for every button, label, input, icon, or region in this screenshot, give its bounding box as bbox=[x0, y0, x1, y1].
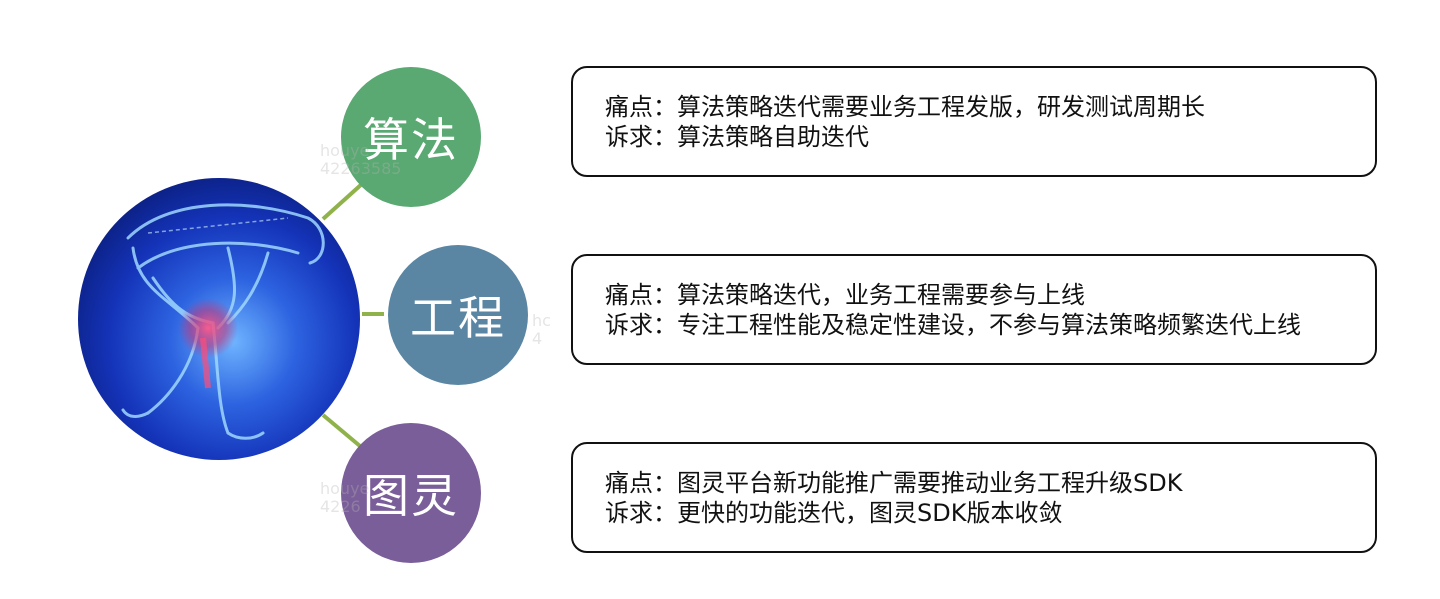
node-algorithm-label: 算法 bbox=[363, 113, 459, 167]
pain-point-text: 痛点：图灵平台新功能推广需要推动业务工程升级SDK bbox=[605, 469, 1183, 497]
watermark: hc 4 bbox=[532, 312, 551, 348]
watermark: houye 42263585 bbox=[320, 142, 401, 178]
watermark-line: 4226 bbox=[320, 497, 361, 516]
watermark-line: 42263585 bbox=[320, 159, 402, 178]
demand-text: 诉求：算法策略自助迭代 bbox=[605, 123, 869, 151]
card-engineering: 痛点：算法策略迭代，业务工程需要参与上线 诉求：专注工程性能及稳定性建设，不参与… bbox=[571, 254, 1377, 365]
watermark-line: houye bbox=[320, 479, 370, 498]
demand-text: 诉求：更快的功能迭代，图灵SDK版本收敛 bbox=[605, 499, 1063, 527]
node-algorithm: 算法 bbox=[341, 67, 481, 207]
node-engineering: 工程 bbox=[388, 245, 528, 385]
watermark: houye 4226 bbox=[320, 480, 369, 516]
card-turing: 痛点：图灵平台新功能推广需要推动业务工程升级SDK 诉求：更快的功能迭代，图灵S… bbox=[571, 442, 1377, 553]
watermark-line: 4 bbox=[532, 329, 543, 348]
pain-point-text: 痛点：算法策略迭代需要业务工程发版，研发测试周期长 bbox=[605, 93, 1205, 121]
watermark-line: houye bbox=[320, 141, 370, 160]
knee-pain-image bbox=[78, 178, 360, 460]
connector-engineering bbox=[362, 312, 384, 316]
card-algorithm: 痛点：算法策略迭代需要业务工程发版，研发测试周期长 诉求：算法策略自助迭代 bbox=[571, 66, 1377, 177]
watermark-line: hc bbox=[532, 311, 551, 330]
pain-point-text: 痛点：算法策略迭代，业务工程需要参与上线 bbox=[605, 281, 1085, 309]
node-turing: 图灵 bbox=[341, 423, 481, 563]
node-engineering-label: 工程 bbox=[410, 291, 506, 345]
skeleton-figure-icon bbox=[121, 203, 325, 440]
node-turing-label: 图灵 bbox=[363, 469, 459, 523]
demand-text: 诉求：专注工程性能及稳定性建设，不参与算法策略频繁迭代上线 bbox=[605, 311, 1301, 339]
